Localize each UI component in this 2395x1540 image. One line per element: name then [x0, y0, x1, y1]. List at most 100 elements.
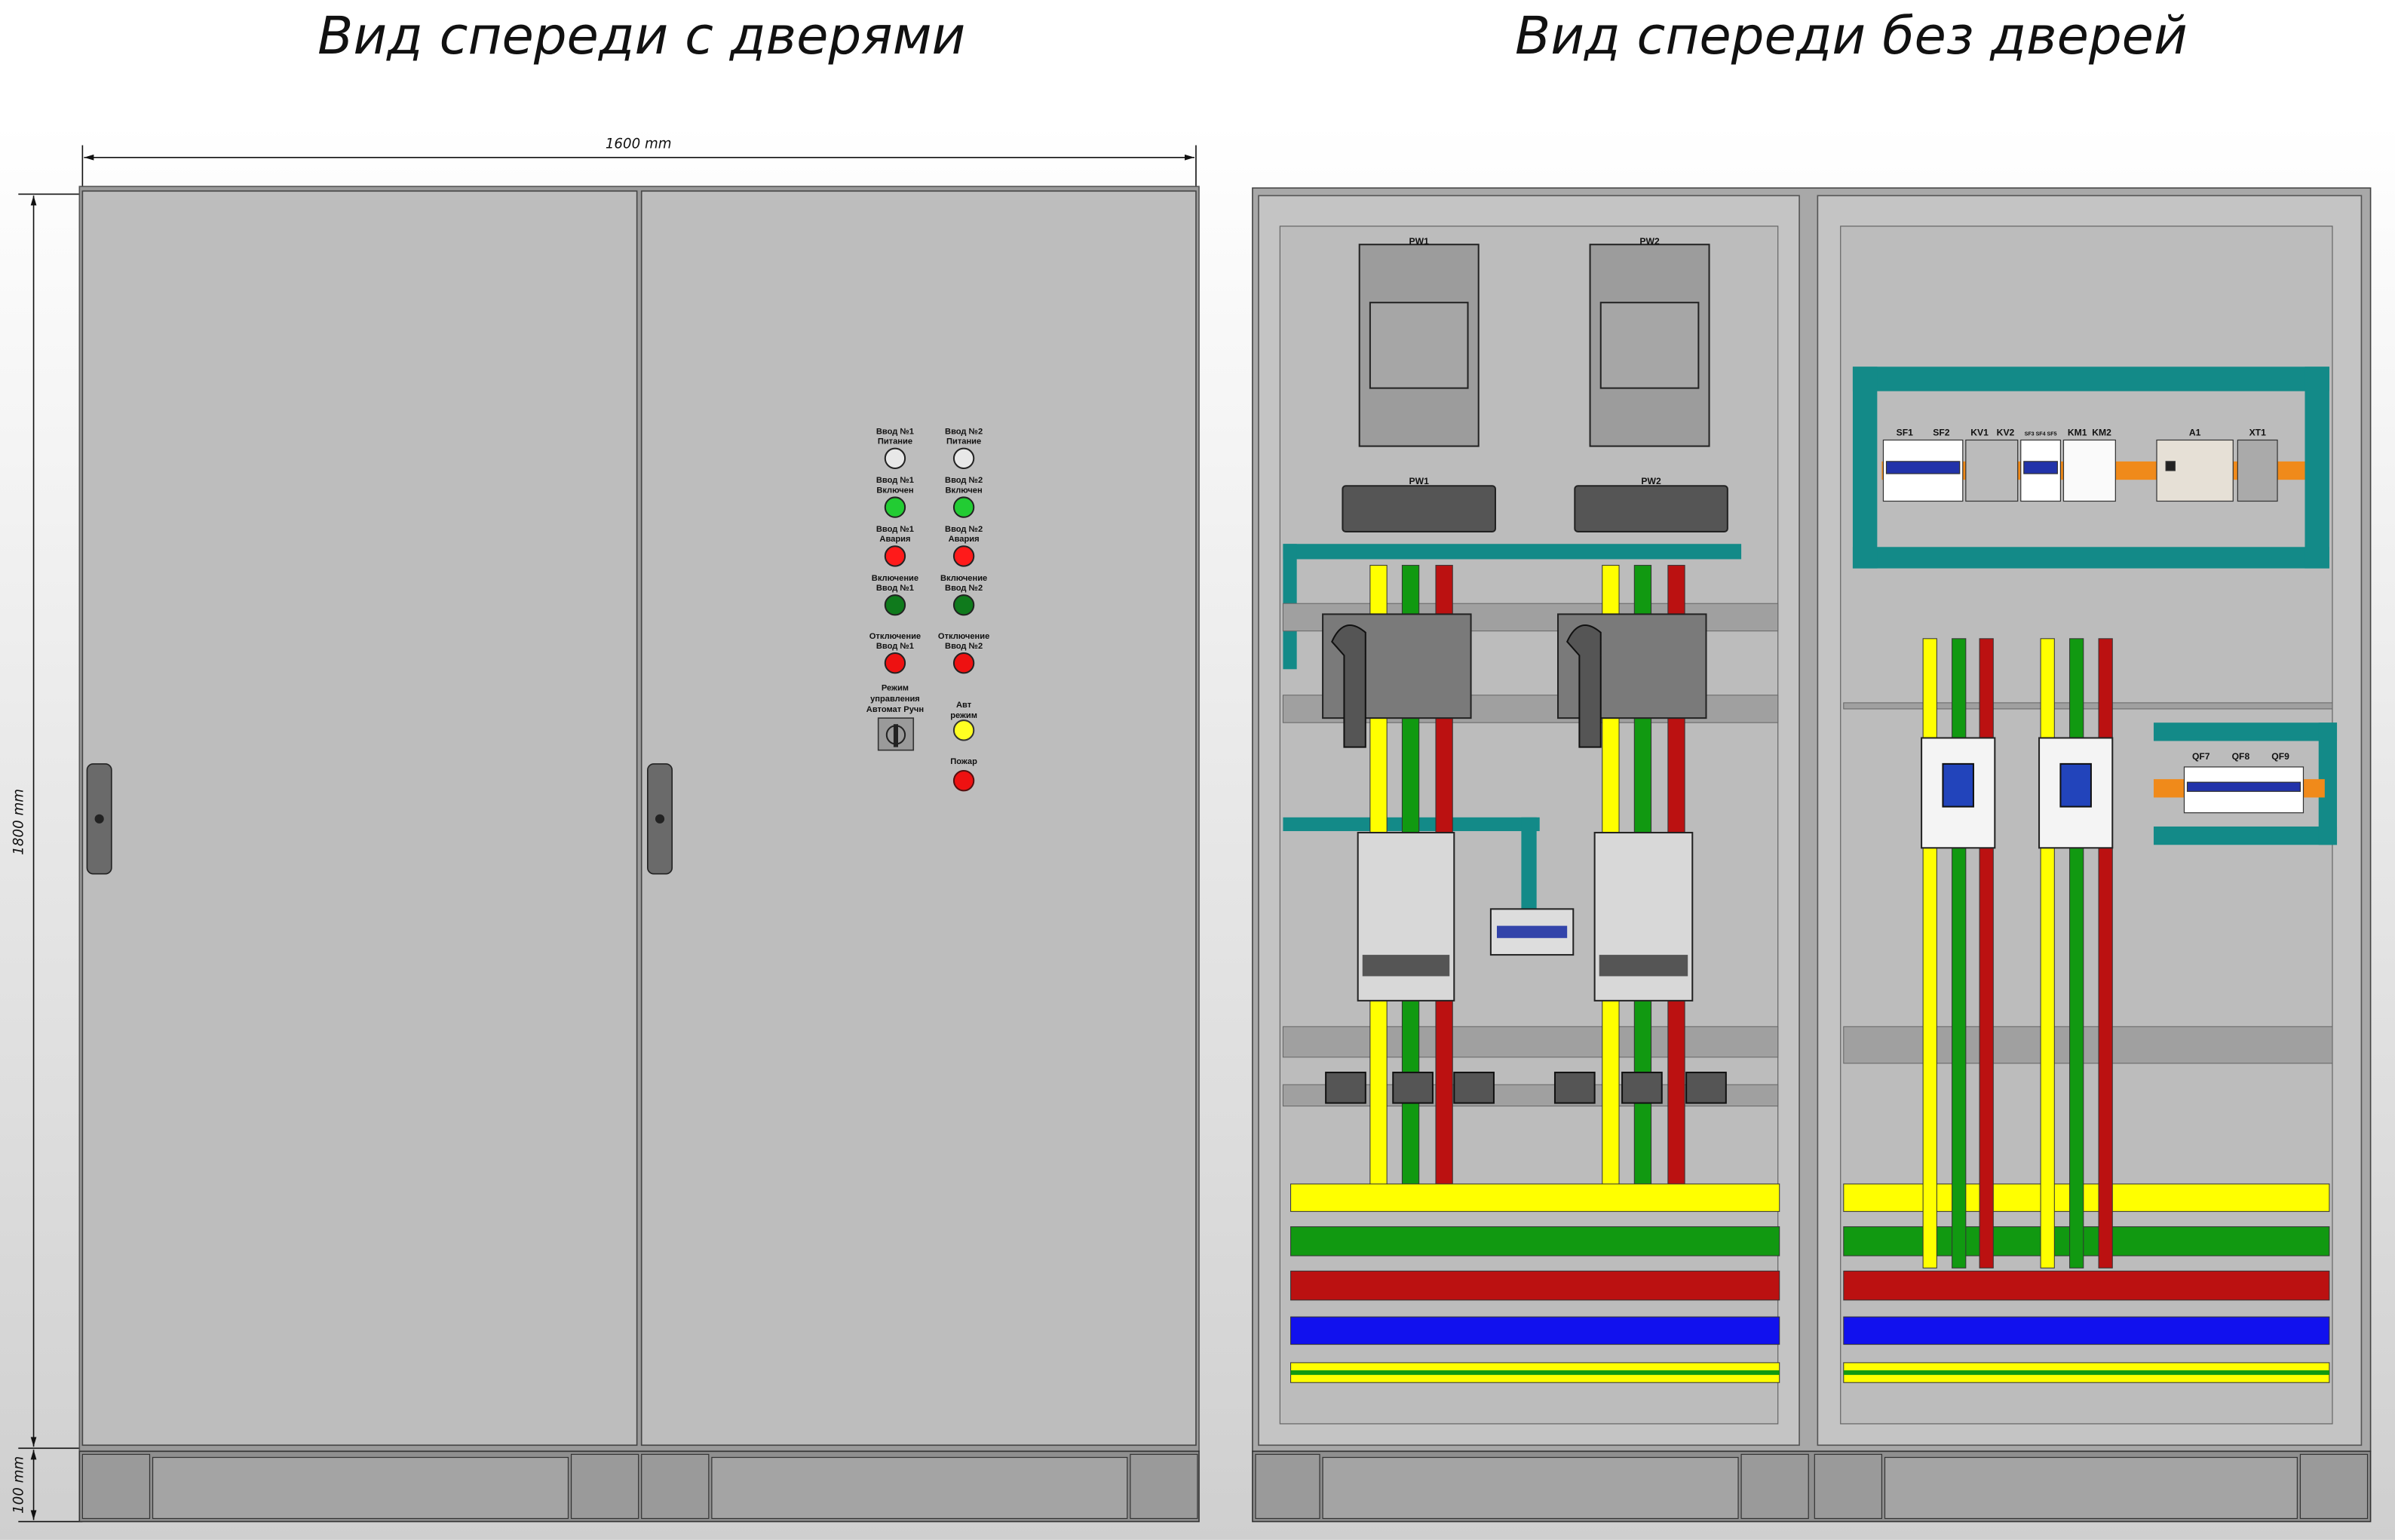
- indicator-label: Питание: [878, 437, 912, 446]
- mode-switch-label-3: Автомат Ручн: [866, 705, 924, 714]
- mode-switch-group: Режим управления Автомат Ручн Авт режим …: [866, 684, 977, 792]
- door-right[interactable]: [640, 190, 1197, 1446]
- label-sf3-sf5: SF3 SF4 SF5: [2025, 431, 2057, 437]
- phase-wire: [1979, 638, 1994, 1269]
- mode-switch-label-2: управления: [870, 695, 920, 704]
- indicator-label: Ввод №1: [876, 476, 914, 485]
- phase-wire: [1952, 638, 1967, 1269]
- contactor-km1-km2: [2062, 439, 2116, 502]
- label-sf1: SF1: [1897, 427, 1914, 437]
- phase-wire: [2040, 638, 2055, 1269]
- label-kv2: KV2: [1997, 427, 2015, 437]
- pe-busbar-stripe: [1843, 1370, 2329, 1376]
- cable-duct-frame: [1852, 367, 2338, 845]
- title-without-doors: Вид спереди без дверей: [1515, 6, 2188, 66]
- load-switch-2: [1557, 613, 1707, 748]
- indicator-label: Включение: [940, 574, 987, 583]
- auto-mode-label-2: режим: [950, 711, 977, 720]
- label-qf9: QF9: [2271, 751, 2289, 762]
- indicator-lamp: [884, 447, 906, 469]
- indicator-label: Включен: [876, 486, 913, 495]
- mode-selector-switch[interactable]: [877, 717, 915, 751]
- mode-switch-label-1: Режим: [882, 684, 909, 693]
- pe-busbar-stripe: [1290, 1370, 1780, 1376]
- label-a1: A1: [2189, 427, 2201, 437]
- energy-meter-pw2: PW2: [1589, 236, 1710, 447]
- label-qf8: QF8: [2232, 751, 2250, 762]
- busbar: [1290, 1183, 1780, 1212]
- indicator-label: Ввод №1: [876, 584, 914, 593]
- indicator-label: Ввод №2: [945, 525, 983, 534]
- indicator-label: Ввод №2: [945, 476, 983, 485]
- phase-wire: [1922, 638, 1937, 1269]
- indicator-label: Авария: [879, 535, 910, 544]
- module-labels: SF1 SF2 KV1 KV2 SF3 SF4 SF5 KM1 KM2 A1 X…: [1897, 427, 2266, 437]
- meter-box-pw2: [1574, 485, 1728, 533]
- load-switch-1: [1322, 613, 1472, 748]
- door-left[interactable]: [81, 190, 638, 1446]
- indicator-label: Ввод №1: [876, 427, 914, 436]
- auto-mode-lamp: [952, 719, 975, 741]
- indicator-label: Ввод №1: [876, 525, 914, 534]
- indicator-label: Ввод №2: [945, 584, 983, 593]
- busbar: [1290, 1316, 1780, 1345]
- indicator-lamp: [884, 545, 906, 567]
- label-km2: KM2: [2092, 427, 2111, 437]
- meter-box-pw1: [1342, 485, 1496, 533]
- circuit-breaker-1: [1357, 832, 1455, 1002]
- dimension-plinth-label: 100 mm: [11, 1456, 26, 1514]
- relay-kv1-kv2: [1965, 439, 2019, 502]
- indicator-lamp: [884, 496, 906, 518]
- indicator-lamp: [952, 545, 975, 567]
- dimension-width-label: 1600 mm: [606, 137, 672, 152]
- label-kv1: KV1: [1970, 427, 1989, 437]
- meter-pw2-label: PW2: [1639, 236, 1660, 247]
- indicator-lamp: [952, 496, 975, 518]
- busbar: [1290, 1226, 1780, 1256]
- label-terminals: XT1: [2249, 427, 2267, 437]
- busbar: [1290, 1270, 1780, 1301]
- breakers-qf7-qf9: QF7 QF8 QF9: [2183, 751, 2305, 814]
- meter-box-pw2-label: PW2: [1641, 476, 1661, 486]
- dimension-width: 1600 mm: [81, 137, 1197, 192]
- energy-meter-pw1: PW1: [1358, 236, 1480, 447]
- label-km1: KM1: [2068, 427, 2087, 437]
- indicator-label: Отключение: [869, 632, 921, 641]
- circuit-breaker-4: [2038, 737, 2114, 849]
- indicator-label: Включен: [945, 486, 982, 495]
- cabinet-without-doors: PW1 PW2 PW1 PW2: [1252, 187, 2372, 1523]
- busbar: [1843, 1183, 2330, 1212]
- indicator-lamp: [952, 594, 975, 616]
- meter-pw1-label: PW1: [1409, 236, 1430, 247]
- label-sf2: SF2: [1933, 427, 1950, 437]
- circuit-breaker-3: [1921, 737, 1996, 849]
- indicator-label: Ввод №2: [945, 427, 983, 436]
- fire-lamp: [952, 769, 975, 792]
- dimension-height: 1800 mm 100 mm: [11, 193, 83, 1523]
- indicator-label: Питание: [946, 437, 981, 446]
- busbar: [1843, 1270, 2330, 1301]
- indicator-label: Отключение: [938, 632, 989, 641]
- current-transformers: [1325, 1072, 1727, 1104]
- busbar: [1843, 1226, 2330, 1256]
- dimension-height-label: 1800 mm: [11, 789, 26, 855]
- title-with-doors: Вид спереди с дверями: [317, 6, 965, 66]
- plinth-left: [78, 1450, 1200, 1523]
- indicator-lamp: [952, 447, 975, 469]
- phase-wire: [2098, 638, 2113, 1269]
- indicator-label: Авария: [949, 535, 980, 544]
- label-qf7: QF7: [2192, 751, 2210, 762]
- busbar: [1843, 1316, 2330, 1345]
